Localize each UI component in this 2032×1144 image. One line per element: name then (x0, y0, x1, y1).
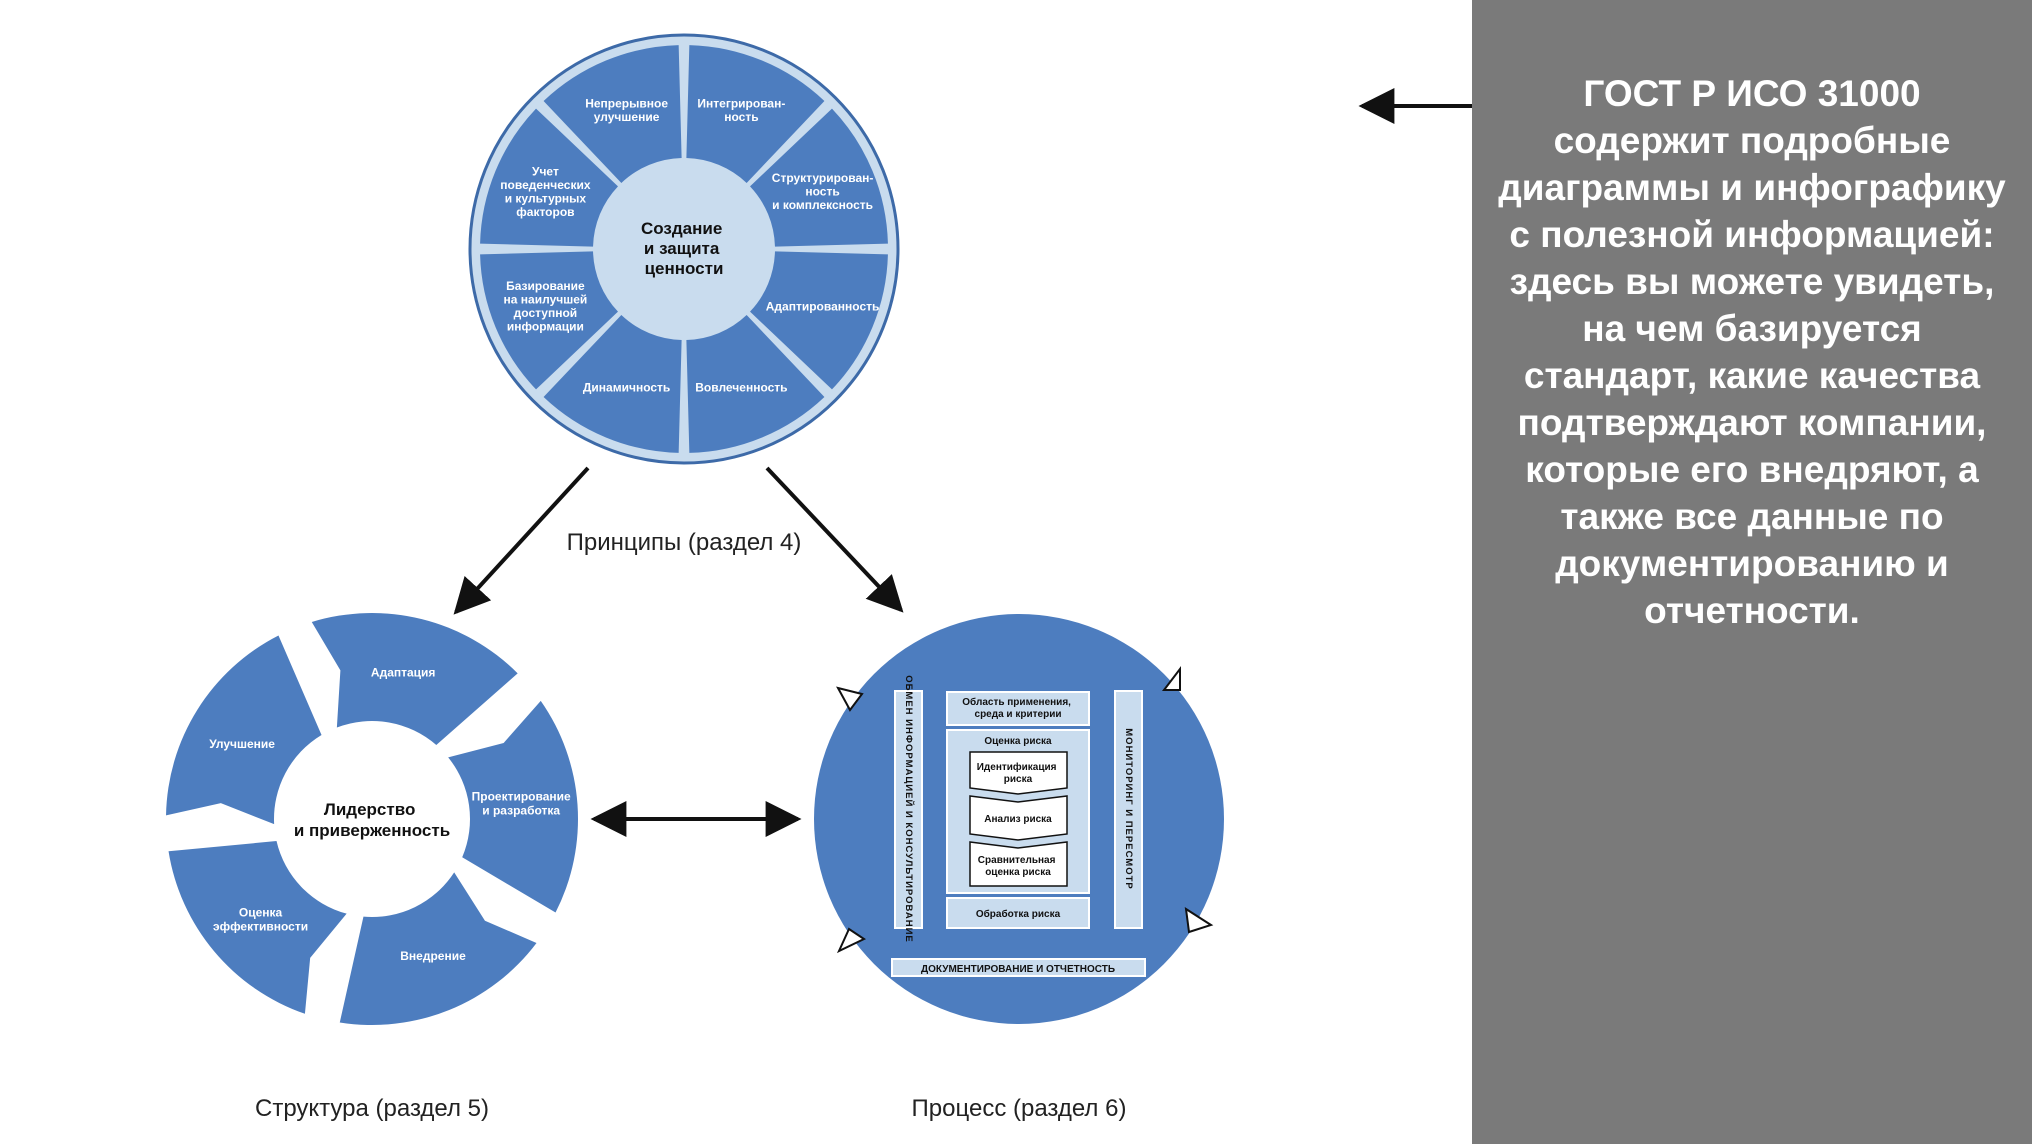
monitoring-box (1114, 690, 1143, 929)
principles-segment (480, 251, 618, 390)
framework-caption: Структура (раздел 5) (255, 1095, 489, 1122)
risk-management-diagram: Создание и защита ценности Интегрирован-… (166, 33, 1472, 1122)
principles-segment (543, 315, 682, 453)
arrow-principles-to-framework (453, 466, 590, 615)
scope-box (946, 691, 1090, 726)
principles-segment (480, 108, 618, 247)
framework-segment (168, 841, 347, 1014)
framework-segment (339, 872, 537, 1025)
recording-box (891, 958, 1146, 977)
communication-box (894, 690, 923, 929)
treatment-box (946, 897, 1090, 929)
principles-segment (750, 108, 888, 247)
principles-segment-label: Вовлеченность (695, 381, 787, 395)
recording-label: ДОКУМЕНТИРОВАНИЕ И ОТЧЕТНОСТЬ (921, 964, 1115, 975)
side-panel: ГОСТ Р ИСО 31000 содержит подробные диаг… (1472, 0, 2032, 1144)
cycle-arrowhead-bottom-right (1184, 907, 1214, 934)
communication-label: ОБМЕН ИНФОРМАЦИЕЙ И КОНСУЛЬТИРОВАНИЕ (903, 675, 915, 943)
framework-hub-label: Лидерство и приверженность (294, 800, 450, 840)
framework-segment-label: Адаптация (371, 665, 436, 679)
evaluation-box (969, 841, 1068, 887)
process-caption: Процесс (раздел 6) (912, 1095, 1127, 1122)
framework-segment (311, 613, 518, 746)
treatment-label: Обработка риска (976, 908, 1061, 920)
scope-label: Область применения, среда и критерии (962, 696, 1073, 720)
side-panel-text: ГОСТ Р ИСО 31000 содержит подробные диаг… (1498, 73, 2006, 631)
principles-wheel: Создание и защита ценности Интегрирован-… (468, 33, 900, 556)
monitoring-label: МОНИТОРИНГ И ПЕРЕСМОТР (1123, 728, 1134, 889)
risk-assessment-title: Оценка риска (984, 736, 1052, 747)
principles-segment (686, 45, 825, 183)
identification-box (969, 751, 1068, 795)
framework-segment-label: Улучшение (209, 737, 275, 751)
framework-cycle: Лидерство и приверженность АдаптацияПрое… (166, 613, 578, 1122)
principles-hub-label: Создание и защита ценности (641, 219, 727, 278)
cycle-arrowhead-top-right (1161, 666, 1181, 691)
framework-segment-label: Внедрение (400, 949, 466, 963)
analysis-label: Анализ риска (984, 814, 1052, 825)
process-diagram: ОБМЕН ИНФОРМАЦИЕЙ И КОНСУЛЬТИРОВАНИЕ МОН… (814, 614, 1224, 1122)
framework-segments (166, 613, 578, 1025)
principles-segment (686, 315, 825, 453)
principles-segment (543, 45, 682, 183)
cycle-arrowhead-top-left (836, 686, 864, 712)
framework-segment (166, 635, 322, 825)
arrow-principles-to-process (765, 466, 904, 613)
cycle-arrowhead-bottom-left (836, 927, 867, 954)
principles-segment-label: Адаптированность (766, 299, 880, 313)
framework-segment (448, 700, 578, 913)
principles-segment (750, 251, 888, 390)
analysis-box (969, 795, 1068, 841)
principles-segment-label: Интегрирован-ность (697, 97, 785, 125)
evaluation-label: Сравнительная оценка риска (978, 855, 1058, 878)
principles-segment-label: Динамичность (583, 381, 670, 395)
principles-caption: Принципы (раздел 4) (567, 529, 802, 556)
principles-hub (597, 162, 771, 336)
identification-label: Идентификация риска (977, 761, 1060, 785)
principles-segments (480, 45, 888, 453)
